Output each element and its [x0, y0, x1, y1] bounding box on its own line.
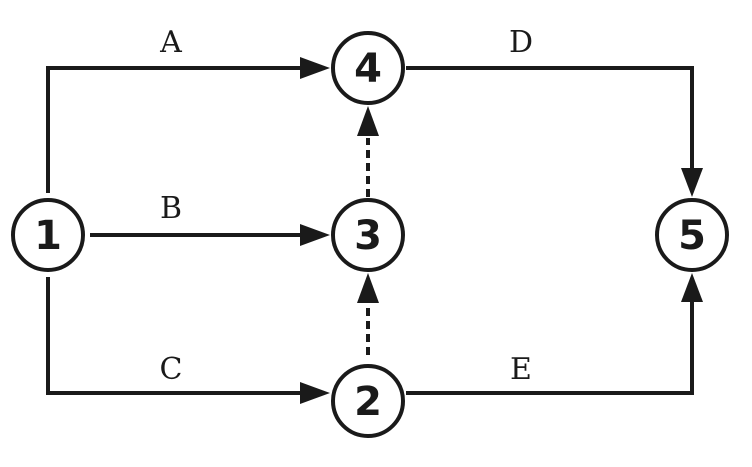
edge-e-arrowhead [681, 273, 703, 302]
edge-label-b: B [160, 191, 182, 226]
dummy-edge-2-3-arrowhead [357, 273, 379, 303]
node-1: 1 [11, 198, 85, 272]
edges [46, 57, 703, 404]
edge-label-e: E [510, 352, 532, 387]
nodes: 1 2 3 4 5 [11, 31, 729, 438]
node-5-label: 5 [678, 213, 706, 259]
node-2-label: 2 [354, 379, 382, 425]
edge-a [46, 66, 300, 193]
edge-c-arrowhead [300, 382, 330, 404]
edge-a-arrowhead [300, 57, 330, 79]
edge-e [406, 302, 694, 395]
edge-label-c: C [160, 352, 183, 387]
edge-d-arrowhead [681, 168, 703, 197]
edge-labels: A B C D E [159, 25, 533, 387]
edge-label-a: A [159, 25, 182, 60]
node-5: 5 [655, 198, 729, 272]
dummy-edge-3-4-arrowhead [357, 106, 379, 136]
node-2: 2 [331, 364, 405, 438]
edge-label-d: D [509, 25, 533, 60]
edge-c [46, 277, 300, 395]
node-4: 4 [331, 31, 405, 105]
node-3-label: 3 [354, 213, 382, 259]
edge-b-arrowhead [300, 224, 330, 246]
node-4-label: 4 [354, 46, 382, 92]
node-1-label: 1 [34, 213, 62, 259]
node-3: 3 [331, 198, 405, 272]
edge-d [406, 66, 694, 168]
